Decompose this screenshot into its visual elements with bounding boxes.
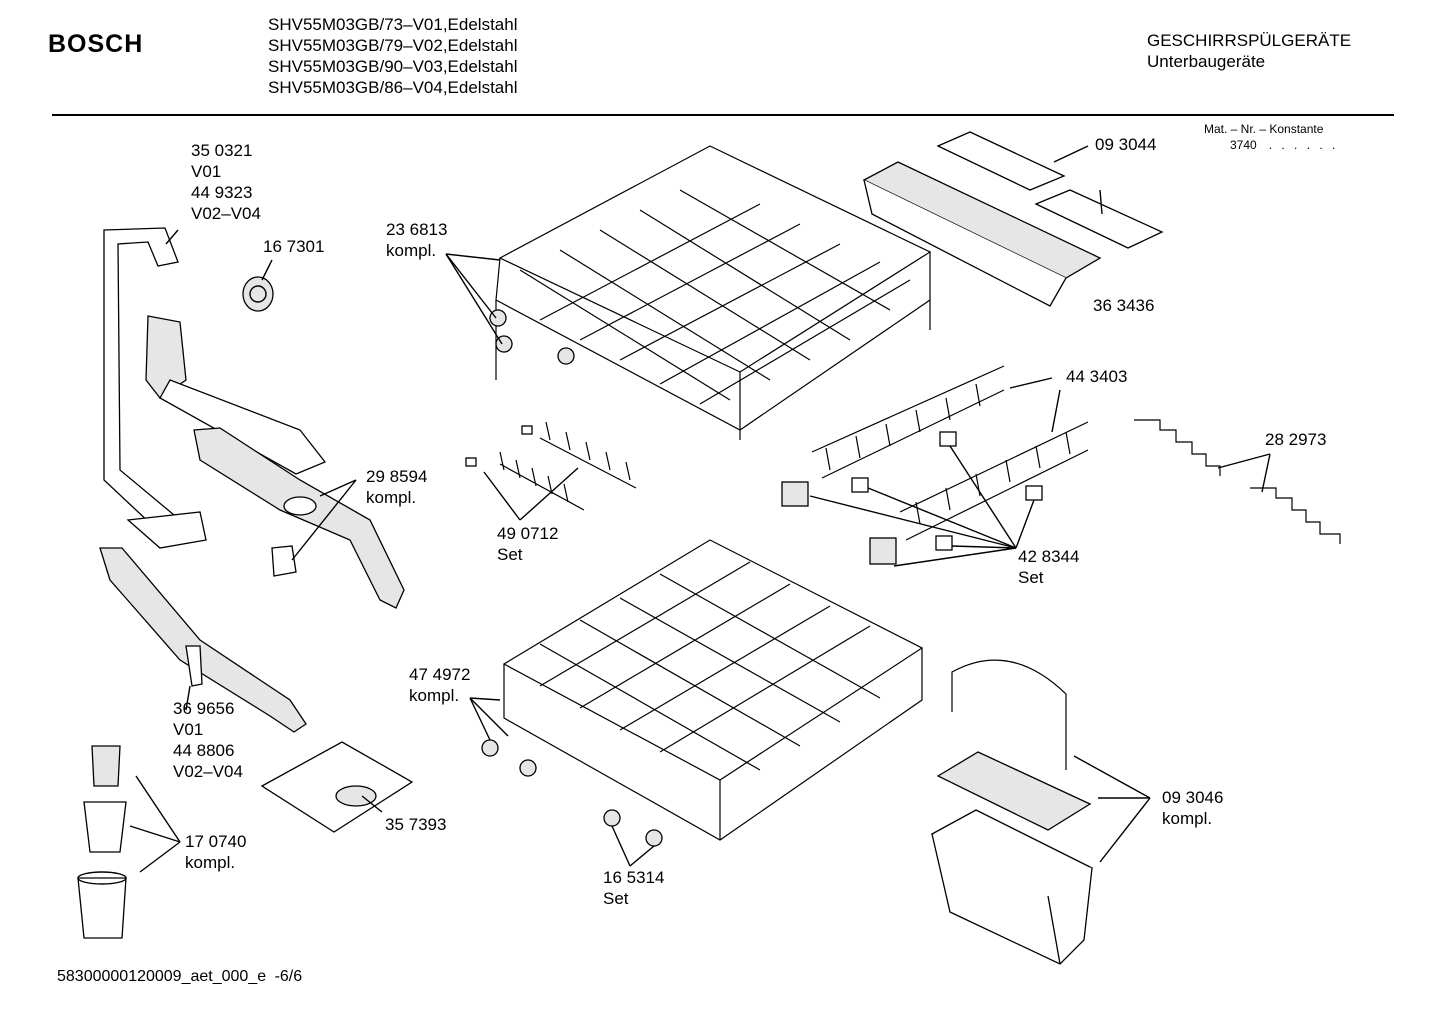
header-divider	[52, 114, 1394, 116]
part-number: 28 2973	[1265, 430, 1327, 449]
part-number: 44 8806	[173, 741, 235, 760]
appliance-category: GESCHIRRSPÜLGERÄTE Unterbaugeräte	[1147, 30, 1351, 72]
part-label-428344: 42 8344 Set	[1018, 546, 1079, 588]
konstante-label: Mat. – Nr. – Konstante	[1204, 122, 1324, 136]
filter-set-drawing	[77, 745, 127, 939]
part-label-165314: 16 5314 Set	[603, 867, 664, 909]
part-number: 47 4972	[409, 665, 471, 684]
lower-spray-arm-drawing	[99, 547, 307, 733]
part-number: 16 7301	[263, 237, 325, 256]
part-suffix: kompl.	[409, 686, 460, 705]
document-id: 58300000120009_aet_000_e	[57, 968, 267, 985]
part-variant: V02–V04	[173, 762, 243, 781]
part-number: 17 0740	[185, 832, 247, 851]
part-label-474972: 47 4972 kompl.	[409, 664, 470, 706]
category-title: GESCHIRRSPÜLGERÄTE	[1147, 31, 1352, 50]
part-number: 36 3436	[1093, 296, 1155, 315]
tine-section-drawing	[465, 421, 637, 511]
part-suffix: kompl.	[366, 488, 417, 507]
rack-step-drawing	[1134, 419, 1341, 544]
spray-pipe-drawing	[103, 227, 327, 549]
part-suffix: kompl.	[386, 241, 437, 260]
model-list: SHV55M03GB/73–V01,Edelstahl SHV55M03GB/7…	[268, 14, 518, 98]
part-number: 16 5314	[603, 868, 665, 887]
cutlery-basket-drawing	[930, 659, 1094, 965]
leader-lines	[129, 145, 1271, 873]
model-line: SHV55M03GB/79–V02,Edelstahl	[268, 36, 518, 55]
part-label-236813: 23 6813 kompl.	[386, 219, 447, 261]
part-label-357393: 35 7393	[385, 814, 446, 835]
part-number: 44 9323	[191, 183, 253, 202]
part-label-363436: 36 3436	[1093, 295, 1154, 316]
upper-spray-arm-drawing	[193, 427, 405, 609]
model-line: SHV55M03GB/86–V04,Edelstahl	[268, 78, 518, 97]
part-label-093044: 09 3044	[1095, 134, 1156, 155]
upper-basket-drawing	[489, 145, 932, 440]
konstante-dots: . . . . . .	[1268, 138, 1339, 152]
part-label-167301: 16 7301	[263, 236, 324, 257]
part-label-369656: 36 9656 V01 44 8806 V02–V04	[173, 698, 243, 782]
part-suffix: kompl.	[1162, 809, 1213, 828]
sieve-plate-drawing	[260, 741, 414, 833]
part-suffix: Set	[497, 545, 523, 564]
material-constant: Mat. – Nr. – Konstante 3740 . . . . . .	[1204, 121, 1338, 153]
part-number: 23 6813	[386, 220, 448, 239]
konstante-value: 3740	[1230, 138, 1257, 152]
model-line: SHV55M03GB/90–V03,Edelstahl	[268, 57, 518, 76]
part-number: 36 9656	[173, 699, 235, 718]
part-variant: V01	[173, 720, 204, 739]
lower-basket-drawing	[481, 539, 924, 847]
part-label-490712: 49 0712 Set	[497, 523, 558, 565]
part-label-443403: 44 3403	[1066, 366, 1127, 387]
part-suffix: Set	[603, 889, 629, 908]
category-subtitle: Unterbaugeräte	[1147, 52, 1266, 71]
part-label-298594: 29 8594 kompl.	[366, 466, 427, 508]
part-number: 09 3046	[1162, 788, 1224, 807]
part-number: 44 3403	[1066, 367, 1128, 386]
part-number: 09 3044	[1095, 135, 1157, 154]
part-suffix: kompl.	[185, 853, 236, 872]
part-label-170740: 17 0740 kompl.	[185, 831, 246, 873]
cutlery-tray-drawing	[862, 131, 1164, 307]
tine-row-drawing	[811, 365, 1089, 541]
part-number: 35 7393	[385, 815, 447, 834]
document-footer: 58300000120009_aet_000_e -6/6	[57, 968, 302, 986]
part-number: 35 0321	[191, 141, 253, 160]
part-label-093046: 09 3046 kompl.	[1162, 787, 1223, 829]
clip-set-drawing	[781, 431, 1043, 565]
part-label-350321: 35 0321 V01 44 9323 V02–V04	[191, 140, 261, 224]
part-variant: V01	[191, 162, 222, 181]
part-label-282973: 28 2973	[1265, 429, 1326, 450]
page-indicator: -6/6	[274, 968, 303, 985]
part-suffix: Set	[1018, 568, 1044, 587]
filter-disc-drawing	[242, 276, 274, 312]
brand-logo: BOSCH	[48, 30, 144, 58]
part-variant: V02–V04	[191, 204, 261, 223]
part-number: 29 8594	[366, 467, 428, 486]
part-number: 49 0712	[497, 524, 559, 543]
part-number: 42 8344	[1018, 547, 1080, 566]
model-line: SHV55M03GB/73–V01,Edelstahl	[268, 15, 518, 34]
